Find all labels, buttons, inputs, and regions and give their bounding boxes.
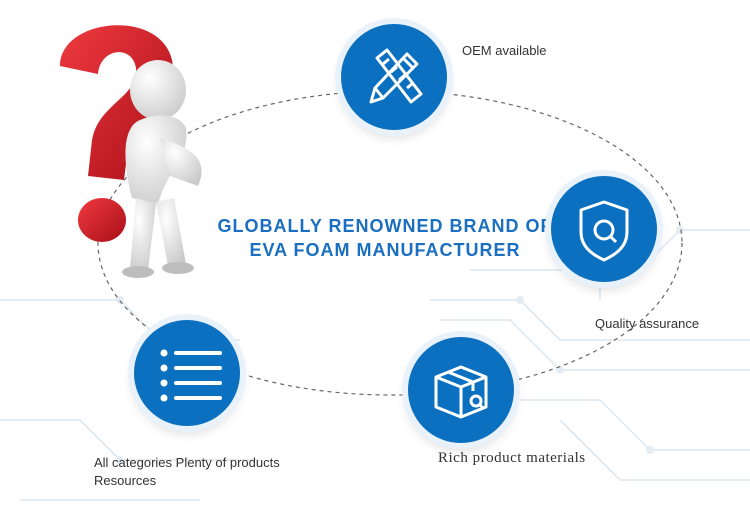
feature-label-categories-line-2: Resources: [94, 473, 157, 488]
headline-line-1: GLOBALLY RENOWNED BRAND OF: [217, 216, 553, 236]
shield-check-icon: [579, 200, 629, 262]
feature-label-oem: OEM available: [462, 43, 547, 58]
list-icon: [160, 349, 222, 402]
package-box-icon: [434, 365, 488, 419]
oem-badge: [341, 24, 447, 130]
feature-label-categories-line-1: All categories Plenty of products: [94, 455, 280, 470]
quality-badge: [551, 176, 657, 282]
thinking-person-illustration: [60, 25, 202, 278]
headline-line-2: EVA FOAM MANUFACTURER: [249, 240, 521, 260]
figure-icon: [122, 60, 202, 278]
feature-label-materials: Rich product materials: [438, 450, 586, 466]
materials-badge: [408, 337, 514, 443]
pencil-ruler-icon: [369, 48, 423, 104]
feature-label-quality: Quality assurance: [595, 316, 700, 331]
categories-badge: [134, 320, 240, 426]
